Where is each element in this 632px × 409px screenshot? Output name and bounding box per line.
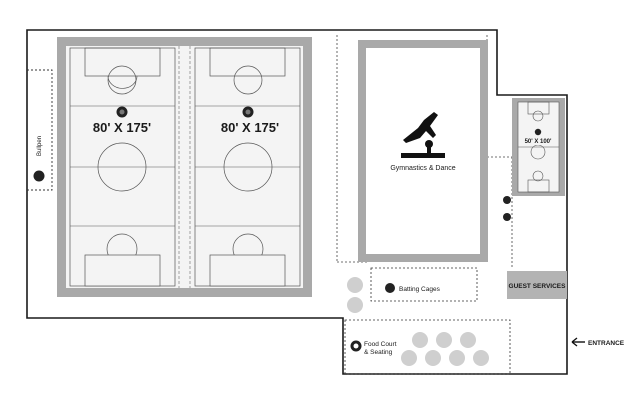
entrance-label: ENTRANCE	[588, 340, 625, 347]
small-field-size-label: 50' X 100'	[525, 139, 552, 145]
food-court-label-line1: Food Court	[364, 341, 397, 348]
bullpen-label: Bullpen	[37, 136, 43, 156]
field-1-size-label: 80' X 175'	[93, 120, 151, 135]
small-field-marker-icon	[534, 128, 542, 136]
field-2-size-label: 80' X 175'	[221, 120, 279, 135]
bullpen-icon	[33, 170, 45, 182]
gymnast-icon	[401, 112, 445, 158]
batting-cages-label: Batting Cages	[399, 286, 441, 293]
guest-services-label: GUEST SERVICES	[509, 283, 567, 290]
building-outline	[26, 29, 568, 375]
seating-circles-left	[347, 277, 363, 313]
batting-cages-icon	[385, 283, 395, 293]
food-court-area[interactable]: Food Court & Seating	[344, 319, 511, 375]
field-2[interactable]: 80' X 175'	[194, 47, 301, 287]
batting-cages-area[interactable]: Batting Cages	[370, 267, 478, 302]
food-court-label-line2: & Seating	[364, 349, 393, 356]
seating-tables	[401, 332, 489, 366]
gymnastics-area[interactable]: Gymnastics & Dance	[358, 40, 488, 262]
route-markers	[503, 196, 511, 221]
field-1[interactable]: 80' X 175'	[69, 47, 176, 287]
bullpen-area[interactable]: Bullpen	[27, 69, 53, 191]
entrance[interactable]: ENTRANCE	[571, 337, 625, 347]
guest-services-area[interactable]: GUEST SERVICES	[507, 271, 567, 299]
gymnastics-label: Gymnastics & Dance	[390, 165, 455, 172]
small-field[interactable]: 50' X 100'	[512, 98, 565, 196]
